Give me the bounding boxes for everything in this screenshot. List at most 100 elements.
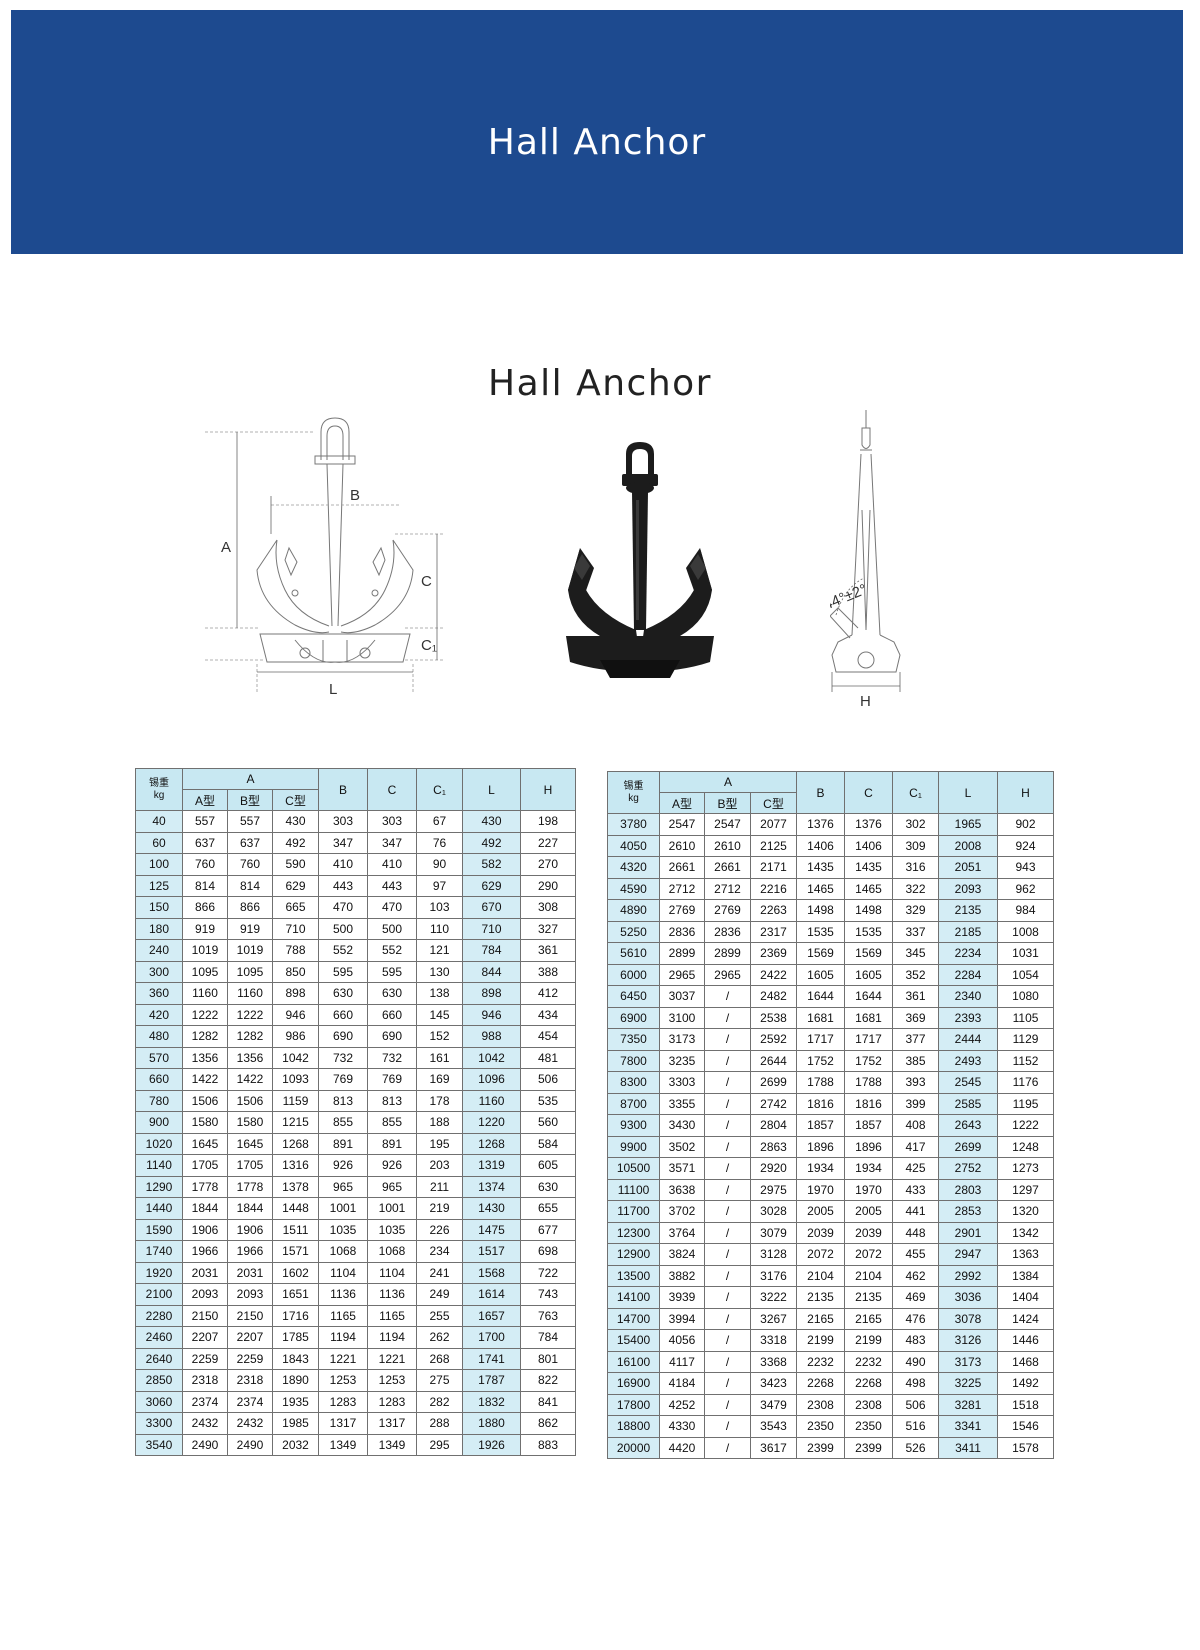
- table-cell: 5250: [607, 920, 660, 943]
- table-cell: 1316: [271, 1154, 320, 1177]
- table-cell: 1422: [182, 1068, 228, 1091]
- table-cell: 2135: [796, 1286, 846, 1309]
- dim-label-C: C: [421, 573, 432, 590]
- table-cell: 2268: [844, 1372, 894, 1395]
- table-cell: 2135: [844, 1286, 894, 1309]
- table-cell: 145: [416, 1003, 464, 1026]
- table-cell: 1342: [997, 1221, 1055, 1244]
- table-cell: 198: [520, 810, 577, 833]
- table-cell: 1317: [318, 1412, 369, 1435]
- table-cell: 780: [135, 1089, 183, 1112]
- table-cell: 2374: [182, 1390, 228, 1413]
- table-cell: 2460: [135, 1326, 183, 1349]
- table-cell: 430: [271, 810, 320, 833]
- table-cell: 2317: [749, 920, 798, 943]
- table-cell: 2008: [938, 834, 999, 857]
- table-cell: 2100: [135, 1283, 183, 1306]
- table-cell: 12300: [607, 1221, 660, 1244]
- table-cell: 1752: [796, 1049, 846, 1072]
- table-cell: 2263: [749, 899, 798, 922]
- table-cell: 20000: [607, 1436, 660, 1459]
- table-cell: 2975: [749, 1178, 798, 1201]
- table-cell: 1569: [844, 942, 894, 965]
- table-cell: 1518: [997, 1393, 1055, 1416]
- table-cell: 11700: [607, 1200, 660, 1223]
- table-cell: 9300: [607, 1114, 660, 1137]
- table-cell: 2234: [938, 942, 999, 965]
- table-cell: 946: [271, 1003, 320, 1026]
- table-cell: 1317: [367, 1412, 418, 1435]
- table-cell: 347: [318, 831, 369, 854]
- table-cell: 3037: [659, 985, 705, 1008]
- table-cell: 469: [892, 1286, 940, 1309]
- table-cell: 16100: [607, 1350, 660, 1373]
- table-cell: 1716: [271, 1304, 320, 1327]
- banner-title: Hall Anchor: [487, 121, 707, 163]
- table-cell: 984: [997, 899, 1055, 922]
- table-cell: 2712: [659, 877, 705, 900]
- table-cell: 557: [182, 810, 228, 833]
- table-cell: 2350: [796, 1415, 846, 1438]
- table-cell: 12900: [607, 1243, 660, 1266]
- table-cell: 1546: [997, 1415, 1055, 1438]
- table-cell: 2308: [844, 1393, 894, 1416]
- table-cell: 2712: [704, 877, 751, 900]
- table-cell: 361: [520, 939, 577, 962]
- table-cell: 290: [520, 874, 577, 897]
- table-cell: 732: [367, 1046, 418, 1069]
- table-cell: 14700: [607, 1307, 660, 1330]
- table-cell: 2318: [227, 1369, 273, 1392]
- table-cell: /: [704, 1092, 751, 1115]
- table-cell: 2699: [938, 1135, 999, 1158]
- table-cell: 1602: [271, 1261, 320, 1284]
- table-cell: 110: [416, 917, 464, 940]
- table-cell: 40: [135, 810, 183, 833]
- table-cell: 1273: [997, 1157, 1055, 1180]
- table-cell: 1222: [227, 1003, 273, 1026]
- table-cell: 1095: [182, 960, 228, 983]
- table-cell: 3176: [749, 1264, 798, 1287]
- table-cell: 732: [318, 1046, 369, 1069]
- table-cell: 8300: [607, 1071, 660, 1094]
- table-cell: 891: [367, 1132, 418, 1155]
- table-cell: /: [704, 1221, 751, 1244]
- table-cell: 3617: [749, 1436, 798, 1459]
- table-cell: 3882: [659, 1264, 705, 1287]
- table-cell: 2393: [938, 1006, 999, 1029]
- table-cell: 6450: [607, 985, 660, 1008]
- table-cell: 2207: [227, 1326, 273, 1349]
- table-cell: 3300: [135, 1412, 183, 1435]
- table-cell: 2899: [659, 942, 705, 965]
- table-cell: 2268: [796, 1372, 846, 1395]
- table-cell: 3128: [749, 1243, 798, 1266]
- table-cell: 455: [892, 1243, 940, 1266]
- table-cell: 670: [462, 896, 522, 919]
- table-cell: 2901: [938, 1221, 999, 1244]
- table-cell: /: [704, 1372, 751, 1395]
- table-cell: 2369: [749, 942, 798, 965]
- table-cell: 6900: [607, 1006, 660, 1029]
- table-cell: 3994: [659, 1307, 705, 1330]
- table-cell: 4420: [659, 1436, 705, 1459]
- table-cell: 1195: [997, 1092, 1055, 1115]
- table-cell: 2490: [227, 1433, 273, 1456]
- table-cell: 1705: [182, 1154, 228, 1177]
- table-cell: 322: [892, 877, 940, 900]
- table-cell: 3173: [659, 1028, 705, 1051]
- table-cell: 345: [892, 942, 940, 965]
- table-cell: 965: [367, 1175, 418, 1198]
- table-cell: 1468: [997, 1350, 1055, 1373]
- table-cell: 3318: [749, 1329, 798, 1352]
- table-cell: 2308: [796, 1393, 846, 1416]
- table-cell: 1645: [182, 1132, 228, 1155]
- table-cell: 3028: [749, 1200, 798, 1223]
